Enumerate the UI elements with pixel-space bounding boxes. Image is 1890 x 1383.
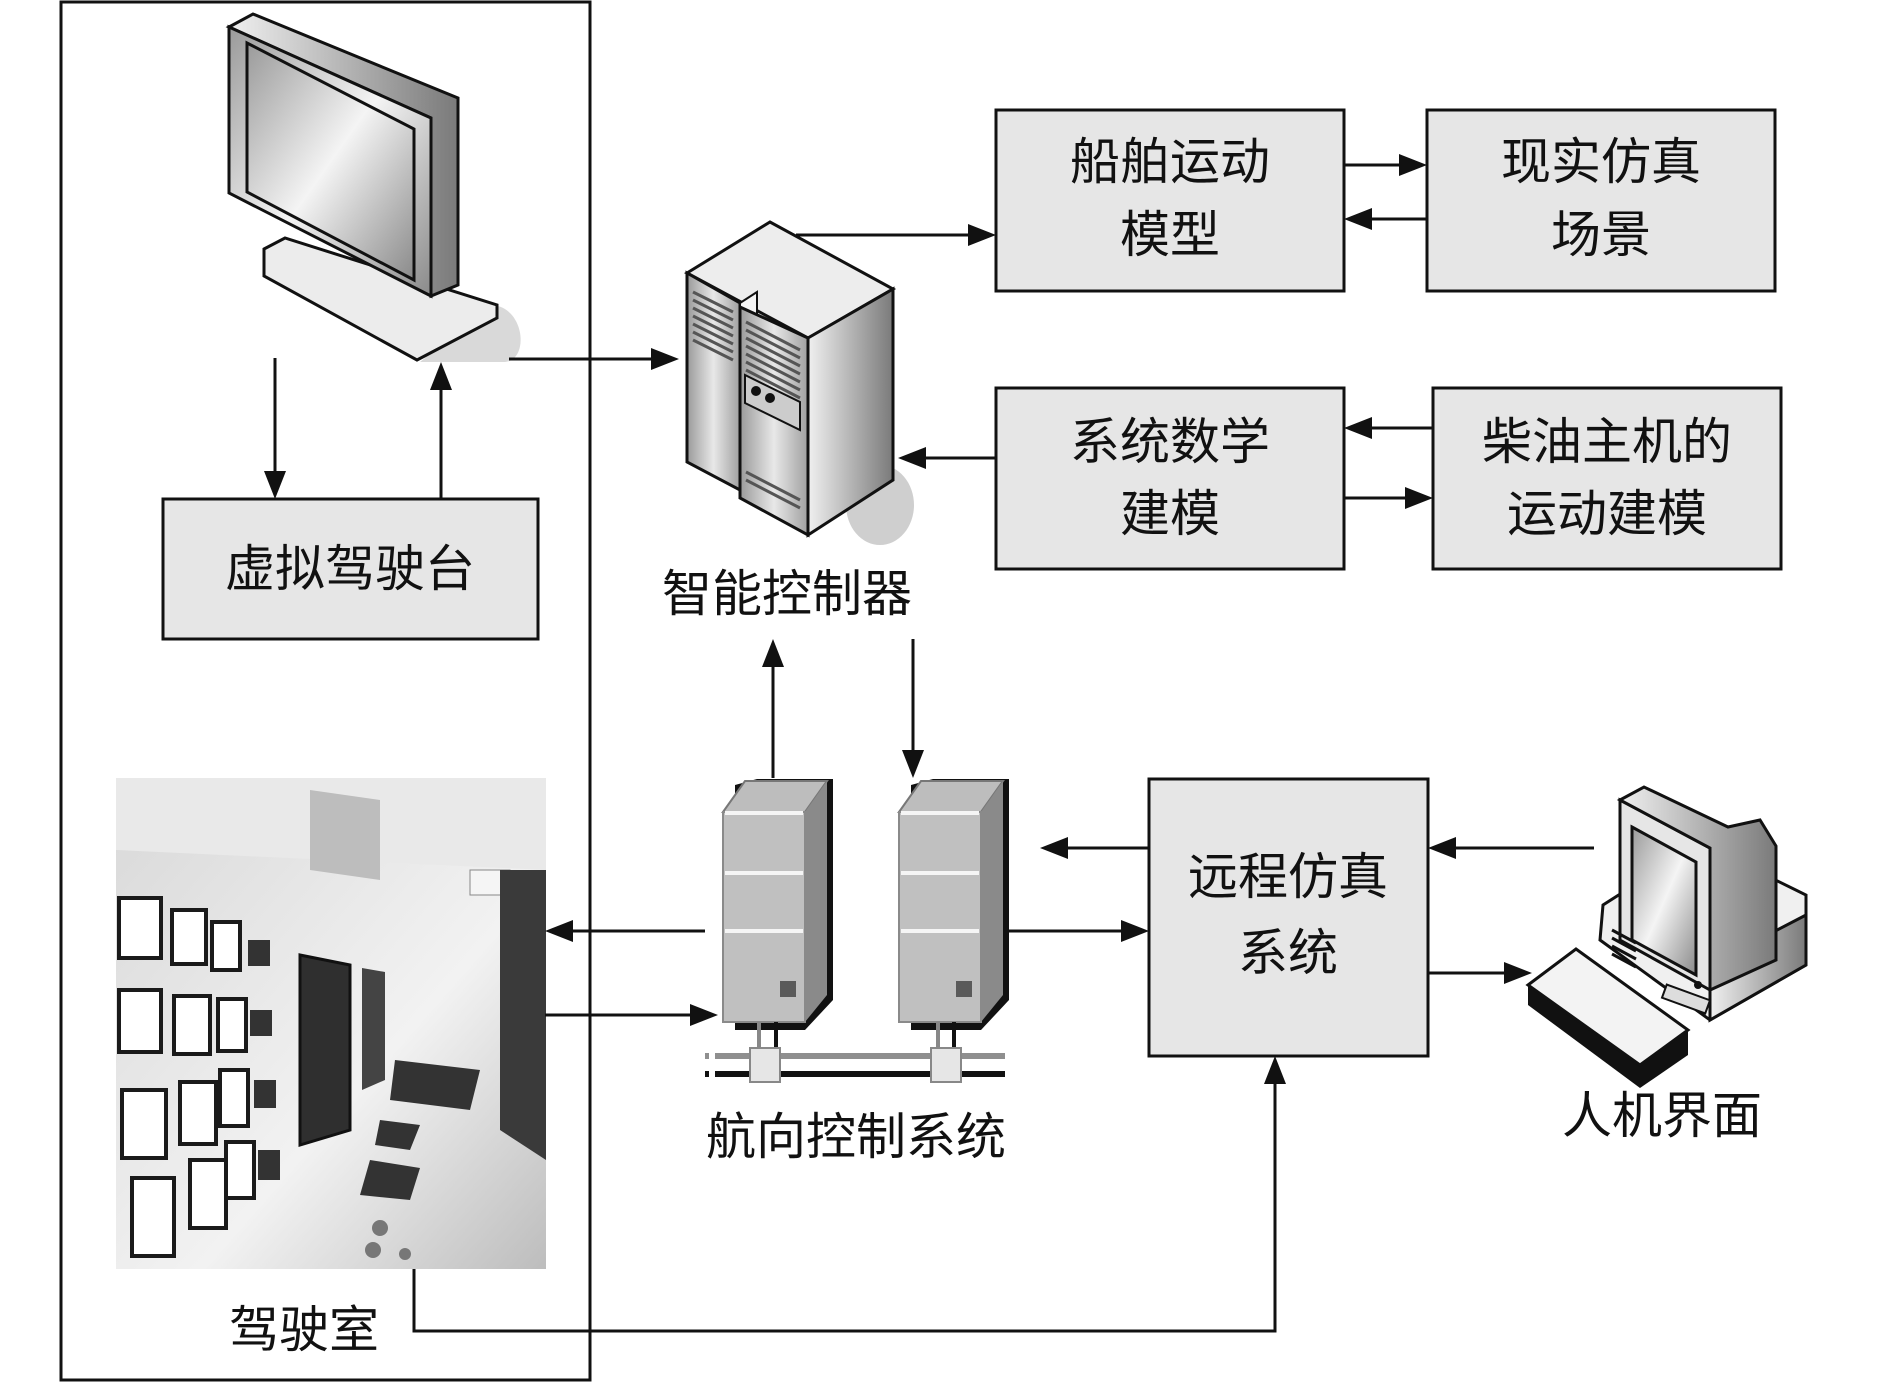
tower-server-right bbox=[897, 779, 1009, 1050]
box-ship-motion-model-line2: 模型 bbox=[1120, 206, 1220, 264]
edge-hmi-to-remote_sim_system bbox=[1428, 837, 1594, 859]
edge-system_math_model-to-diesel_engine_model bbox=[1344, 487, 1433, 509]
arrowhead-icon bbox=[1344, 417, 1372, 439]
box-virtual-console-label: 虚拟驾驶台 bbox=[225, 540, 475, 598]
box-diesel-engine-model: 柴油主机的 运动建模 bbox=[1431, 386, 1783, 571]
bridge-photo bbox=[116, 778, 546, 1269]
box-system-math-model: 系统数学 建模 bbox=[994, 386, 1346, 571]
arrowhead-icon bbox=[898, 447, 926, 469]
edge-ship_motion_model-to-realistic_scene bbox=[1344, 154, 1427, 176]
bridge-room-frame bbox=[59, 0, 592, 1382]
box-remote-sim-system-line1: 远程仿真 bbox=[1188, 848, 1388, 906]
arrowhead-icon bbox=[545, 920, 573, 942]
edge-remote_sim_system-to-heading_control_system bbox=[1040, 837, 1149, 859]
box-diesel-engine-model-line1: 柴油主机的 bbox=[1482, 413, 1732, 471]
box-system-math-model-line1: 系统数学 bbox=[1070, 413, 1270, 471]
bridge-room-label: 驾驶室 bbox=[229, 1301, 379, 1359]
arrowhead-icon bbox=[1405, 487, 1433, 509]
arrowhead-icon bbox=[902, 750, 924, 778]
arrowhead-icon bbox=[651, 348, 679, 370]
edge-bridge_room-to-heading_control_system bbox=[545, 1004, 718, 1026]
arrowhead-icon bbox=[1399, 154, 1427, 176]
monitor-icon bbox=[225, 12, 521, 362]
tower-servers-icon bbox=[705, 779, 1010, 1083]
network-bus bbox=[705, 1047, 1010, 1083]
edge-virtual_console-to-monitor bbox=[430, 362, 452, 499]
arrowhead-icon bbox=[264, 471, 286, 499]
box-realistic-scene: 现实仿真 场景 bbox=[1425, 108, 1777, 293]
arrowhead-icon bbox=[430, 362, 452, 390]
edge-intelligent_controller-to-heading_control_system bbox=[902, 639, 924, 778]
box-remote-sim-system-line2: 系统 bbox=[1238, 924, 1338, 982]
edge-diesel_engine_model-to-system_math_model bbox=[1344, 417, 1433, 439]
server-cabinet-icon bbox=[683, 220, 914, 545]
arrowhead-icon bbox=[1040, 837, 1068, 859]
arrowhead-icon bbox=[1344, 208, 1372, 230]
arrowhead-icon bbox=[1121, 920, 1149, 942]
arrowhead-icon bbox=[1504, 962, 1532, 984]
keyboard-icon bbox=[1525, 947, 1691, 1088]
hmi-label: 人机界面 bbox=[1562, 1087, 1762, 1145]
edge-monitor-to-intelligent_controller bbox=[509, 348, 679, 370]
box-system-math-model-line2: 建模 bbox=[1120, 485, 1220, 543]
box-realistic-scene-line2: 场景 bbox=[1551, 206, 1651, 264]
box-realistic-scene-line1: 现实仿真 bbox=[1501, 133, 1701, 191]
arrowhead-icon bbox=[968, 224, 996, 246]
edge-realistic_scene-to-ship_motion_model bbox=[1344, 208, 1427, 230]
arrowhead-icon bbox=[690, 1004, 718, 1026]
edge-intelligent_controller-to-ship_motion_model bbox=[796, 224, 996, 246]
edge-monitor-to-virtual_console bbox=[264, 358, 286, 499]
edge-heading_control_system-to-intelligent_controller bbox=[762, 639, 784, 778]
box-ship-motion-model-line1: 船舶运动 bbox=[1070, 133, 1270, 191]
box-virtual-console: 虚拟驾驶台 bbox=[161, 497, 540, 641]
box-diesel-engine-model-line2: 运动建模 bbox=[1507, 485, 1707, 543]
connectors bbox=[264, 154, 1594, 1333]
arrowhead-icon bbox=[1428, 837, 1456, 859]
edge-system_math_model-to-intelligent_controller bbox=[898, 447, 996, 469]
arrowhead-icon bbox=[762, 639, 784, 667]
tower-server-left bbox=[721, 779, 833, 1050]
intelligent-controller-label: 智能控制器 bbox=[662, 565, 912, 623]
arrowhead-icon bbox=[1264, 1056, 1286, 1084]
desktop-computer-icon bbox=[1525, 785, 1808, 1088]
edge-remote_sim_system-to-hmi bbox=[1428, 962, 1532, 984]
edge-bridge_room-to-remote_sim_system bbox=[412, 1056, 1286, 1333]
edge-heading_control_system-to-bridge_room bbox=[545, 920, 705, 942]
box-remote-sim-system: 远程仿真 系统 bbox=[1147, 777, 1430, 1058]
heading-control-system-label: 航向控制系统 bbox=[706, 1108, 1006, 1166]
edge-line bbox=[412, 1084, 1277, 1333]
edge-heading_control_system-to-remote_sim_system bbox=[1007, 920, 1149, 942]
box-ship-motion-model: 船舶运动 模型 bbox=[994, 108, 1346, 293]
